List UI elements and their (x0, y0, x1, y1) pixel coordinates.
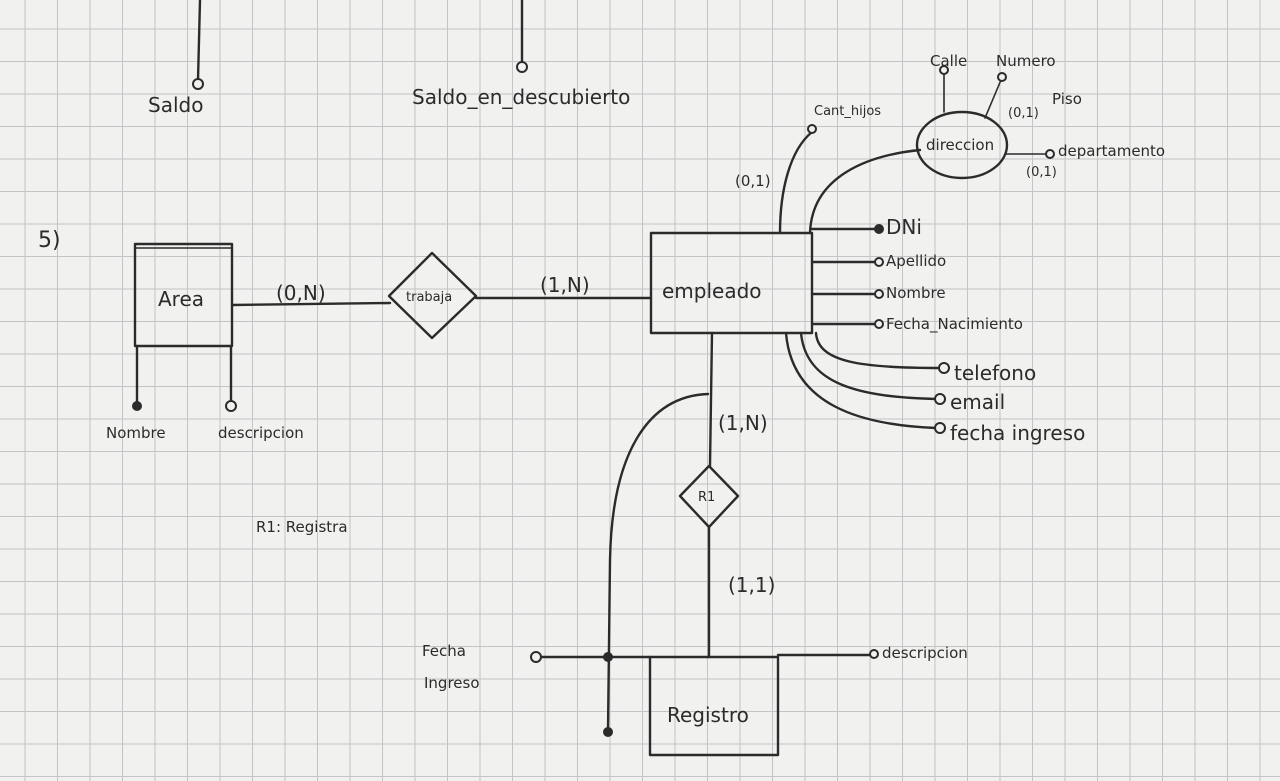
attribute-fecha-nacimiento: Fecha_Nacimiento (886, 315, 1023, 334)
attribute-piso: Piso (1052, 90, 1082, 108)
cardinality-empleado-r1: (1,N) (718, 411, 768, 435)
entity-area: Area Nombre descripcion (106, 242, 304, 442)
entity-registro: Registro (648, 655, 780, 757)
empleado-attributes: DNi Apellido Nombre Fecha_Nacimiento tel… (735, 104, 1085, 445)
relationship-r1: R1 (678, 464, 740, 529)
area-attribute-descripcion: descripcion (218, 424, 304, 442)
relationship-r1-label: R1 (698, 490, 715, 505)
attribute-saldo-label: Saldo (148, 93, 203, 117)
entity-empleado-label: empleado (662, 279, 762, 303)
cardinality-trabaja-empleado: (1,N) (540, 273, 590, 297)
attribute-nombre: Nombre (886, 284, 946, 302)
relationship-trabaja: trabaja (387, 251, 478, 340)
entity-area-label: Area (158, 287, 204, 311)
registro-attribute-descripcion: descripcion (882, 644, 968, 662)
cardinality-cant-hijos: (0,1) (735, 172, 771, 190)
cardinality-r1-registro: (1,1) (728, 573, 775, 597)
note-r1-registra: R1: Registra (256, 518, 348, 536)
cardinality-area-trabaja: (0,N) (276, 281, 326, 305)
attribute-saldo: Saldo (148, 0, 204, 117)
attribute-email: email (950, 390, 1005, 414)
attribute-calle: Calle (930, 52, 967, 70)
entity-empleado: empleado (649, 231, 814, 335)
attribute-direccion: direccion (926, 136, 994, 154)
attribute-fecha-ingreso: fecha ingreso (950, 421, 1085, 445)
cardinality-piso: (0,1) (1008, 106, 1039, 121)
attribute-telefono: telefono (954, 361, 1036, 385)
attribute-saldo-descubierto: Saldo_en_descubierto (412, 0, 630, 109)
area-attribute-nombre: Nombre (106, 424, 166, 442)
attribute-apellido: Apellido (886, 252, 946, 270)
registro-attribute-fecha-ingreso-line2: Ingreso (424, 674, 480, 692)
direccion-attributes: Calle Numero Piso (0,1) departamento (0,… (930, 52, 1165, 180)
attribute-cant-hijos: Cant_hijos (814, 104, 881, 119)
attribute-numero: Numero (996, 52, 1056, 70)
registro-attribute-fecha-ingreso-line1: Fecha (422, 642, 466, 660)
attribute-departamento: departamento (1058, 142, 1165, 160)
entity-registro-label: Registro (667, 703, 749, 727)
cardinality-departamento: (0,1) (1026, 165, 1057, 180)
attribute-dni: DNi (886, 215, 922, 239)
attribute-saldo-descubierto-label: Saldo_en_descubierto (412, 85, 630, 109)
relationship-trabaja-label: trabaja (406, 290, 452, 305)
section-number: 5) (38, 228, 61, 253)
